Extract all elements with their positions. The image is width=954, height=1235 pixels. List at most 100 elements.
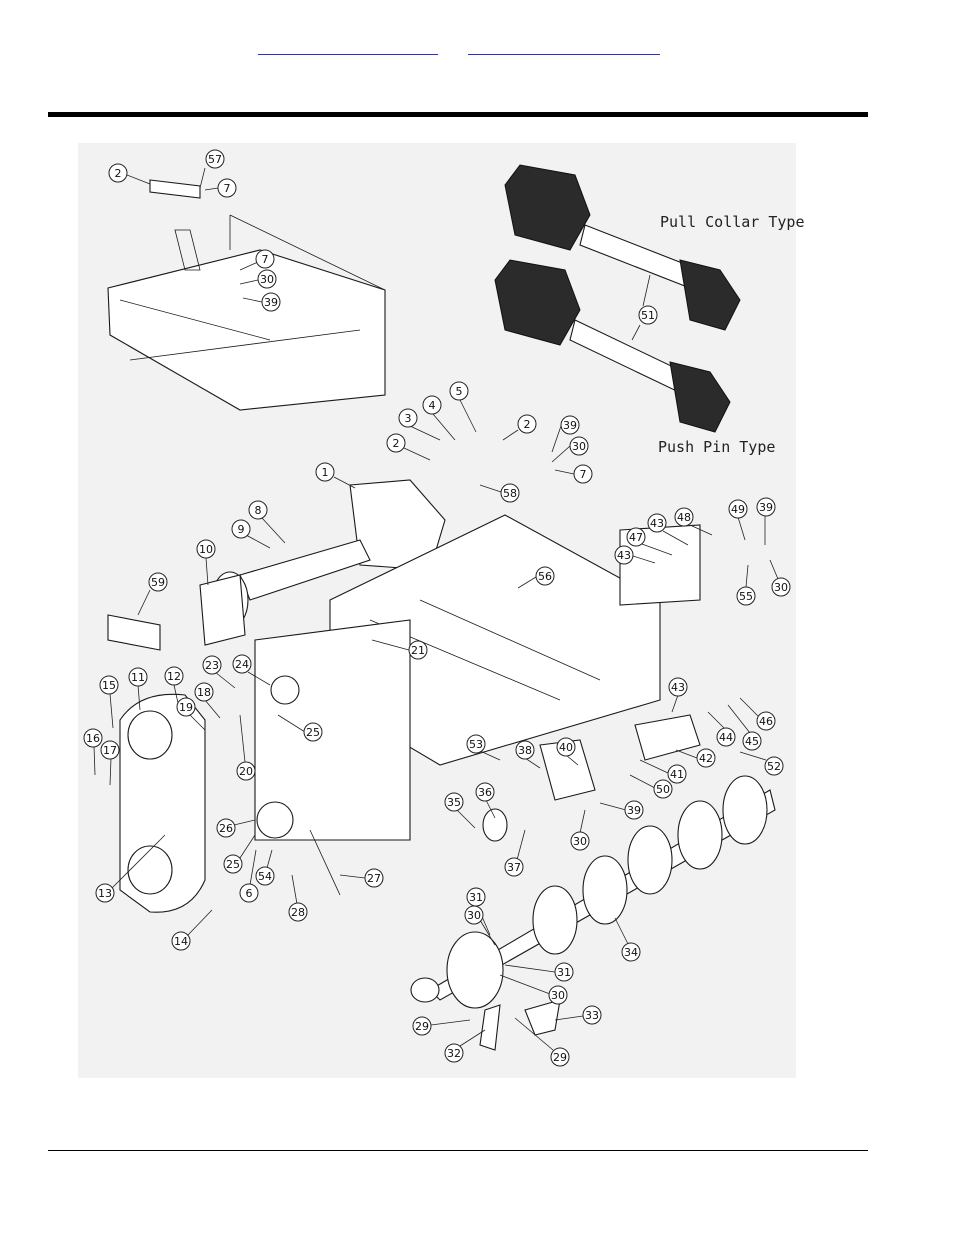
callout-33[interactable]: 33 — [555, 1006, 601, 1024]
svg-text:50: 50 — [656, 783, 670, 796]
svg-text:57: 57 — [208, 153, 222, 166]
callout-42[interactable]: 42 — [676, 749, 715, 767]
callout-30[interactable]: 30 — [571, 810, 589, 850]
callout-37[interactable]: 37 — [505, 830, 525, 876]
svg-text:56: 56 — [538, 570, 552, 583]
svg-text:53: 53 — [469, 738, 483, 751]
svg-text:38: 38 — [518, 744, 532, 757]
svg-text:28: 28 — [291, 906, 305, 919]
svg-text:26: 26 — [219, 822, 233, 835]
svg-text:2: 2 — [524, 418, 531, 431]
svg-text:43: 43 — [617, 549, 631, 562]
callout-27[interactable]: 27 — [340, 869, 383, 887]
svg-text:30: 30 — [572, 440, 586, 453]
callout-46[interactable]: 46 — [740, 698, 775, 730]
push-pin-label: Push Pin Type — [658, 438, 775, 456]
callout-30[interactable]: 30 — [770, 560, 790, 596]
callout-6[interactable]: 6 — [240, 850, 258, 902]
callout-29[interactable]: 29 — [413, 1017, 470, 1035]
svg-text:15: 15 — [102, 679, 116, 692]
callout-14[interactable]: 14 — [172, 910, 212, 950]
callout-15[interactable]: 15 — [100, 676, 118, 728]
svg-text:13: 13 — [98, 887, 112, 900]
svg-text:34: 34 — [624, 946, 638, 959]
callout-32[interactable]: 32 — [445, 1030, 485, 1062]
svg-text:30: 30 — [573, 835, 587, 848]
callout-34[interactable]: 34 — [615, 918, 640, 961]
callout-10[interactable]: 10 — [197, 540, 215, 585]
svg-text:55: 55 — [739, 590, 753, 603]
svg-text:37: 37 — [507, 861, 521, 874]
callout-49[interactable]: 49 — [729, 500, 747, 540]
callout-50[interactable]: 50 — [630, 775, 672, 798]
svg-text:20: 20 — [239, 765, 253, 778]
callout-58[interactable]: 58 — [480, 484, 519, 502]
svg-text:7: 7 — [224, 182, 231, 195]
svg-text:46: 46 — [759, 715, 773, 728]
callout-54[interactable]: 54 — [256, 850, 274, 885]
svg-text:17: 17 — [103, 744, 117, 757]
svg-text:44: 44 — [719, 731, 733, 744]
callout-9[interactable]: 9 — [232, 520, 270, 548]
svg-text:36: 36 — [478, 786, 492, 799]
svg-text:7: 7 — [580, 468, 587, 481]
callout-44[interactable]: 44 — [708, 712, 735, 746]
callout-35[interactable]: 35 — [445, 793, 475, 828]
callout-20[interactable]: 20 — [237, 715, 255, 780]
svg-text:30: 30 — [467, 909, 481, 922]
svg-text:35: 35 — [447, 796, 461, 809]
svg-text:42: 42 — [699, 752, 713, 765]
callout-7[interactable]: 7 — [555, 465, 592, 483]
svg-text:29: 29 — [553, 1051, 567, 1064]
callout-55[interactable]: 55 — [737, 565, 755, 605]
callout-31[interactable]: 31 — [505, 963, 573, 981]
svg-text:45: 45 — [745, 735, 759, 748]
callout-2[interactable]: 2 — [109, 164, 150, 184]
svg-text:48: 48 — [677, 511, 691, 524]
callout-8[interactable]: 8 — [249, 501, 285, 543]
callout-39[interactable]: 39 — [757, 498, 775, 545]
svg-text:49: 49 — [731, 503, 745, 516]
callout-16[interactable]: 16 — [84, 729, 102, 775]
svg-text:58: 58 — [503, 487, 517, 500]
svg-text:52: 52 — [767, 760, 781, 773]
svg-text:27: 27 — [367, 872, 381, 885]
svg-text:43: 43 — [671, 681, 685, 694]
callout-23[interactable]: 23 — [203, 656, 235, 688]
svg-text:47: 47 — [629, 531, 643, 544]
callout-17[interactable]: 17 — [101, 741, 119, 785]
callout-2[interactable]: 2 — [503, 415, 536, 440]
callout-2[interactable]: 2 — [387, 434, 430, 460]
callout-30[interactable]: 30 — [552, 437, 588, 462]
svg-text:3: 3 — [405, 412, 412, 425]
callout-5[interactable]: 5 — [450, 382, 476, 432]
callout-52[interactable]: 52 — [740, 752, 783, 775]
callout-38[interactable]: 38 — [516, 741, 540, 768]
svg-text:32: 32 — [447, 1047, 461, 1060]
callout-25[interactable]: 25 — [224, 835, 255, 873]
upper-frame-drawing — [108, 180, 385, 410]
svg-text:24: 24 — [235, 658, 249, 671]
svg-text:8: 8 — [255, 504, 262, 517]
svg-text:39: 39 — [563, 419, 577, 432]
svg-text:10: 10 — [199, 543, 213, 556]
callout-26[interactable]: 26 — [217, 819, 255, 837]
callout-28[interactable]: 28 — [289, 875, 307, 921]
callout-39[interactable]: 39 — [600, 801, 643, 819]
callout-4[interactable]: 4 — [423, 396, 455, 440]
callout-1[interactable]: 1 — [316, 463, 355, 488]
svg-text:29: 29 — [415, 1020, 429, 1033]
callout-59[interactable]: 59 — [138, 573, 167, 615]
svg-text:30: 30 — [774, 581, 788, 594]
callout-43[interactable]: 43 — [669, 678, 687, 712]
svg-text:5: 5 — [456, 385, 463, 398]
svg-text:39: 39 — [627, 804, 641, 817]
callout-7[interactable]: 7 — [205, 179, 236, 197]
svg-text:18: 18 — [197, 686, 211, 699]
callout-36[interactable]: 36 — [476, 783, 495, 818]
callout-51[interactable]: 51 — [632, 275, 657, 340]
svg-text:4: 4 — [429, 399, 436, 412]
svg-text:7: 7 — [262, 253, 269, 266]
callout-30[interactable]: 30 — [500, 975, 567, 1004]
